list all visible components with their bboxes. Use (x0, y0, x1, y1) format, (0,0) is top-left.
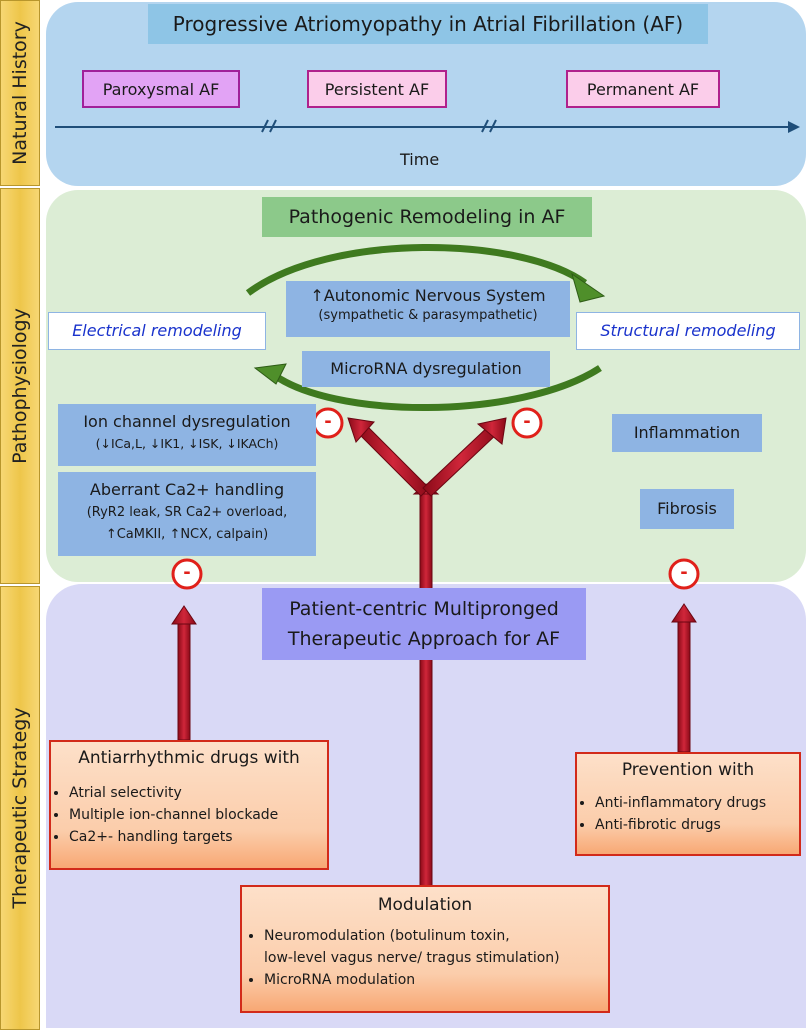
ion-channel-box: Ion channel dysregulation (↓ICa,L, ↓IK1,… (58, 404, 316, 466)
time-axis-label: Time (400, 150, 440, 169)
structural-remodeling-box: Structural remodeling (576, 312, 800, 350)
inhibit-marker-left (171, 558, 203, 590)
therapeutic-approach-title: Patient-centric Multipronged Therapeutic… (262, 588, 586, 660)
red-right-arrow (671, 603, 697, 753)
inhibit-symbol: - (324, 411, 332, 432)
modulation-title: Modulation (377, 895, 473, 915)
inflammation-box: Inflammation (612, 414, 762, 452)
therapy-title-line1: Patient-centric Multipronged (289, 598, 559, 620)
autonomic-nervous-system-box: ↑Autonomic Nervous System (sympathetic &… (286, 281, 570, 337)
list-item: Atrial selectivity (69, 782, 327, 804)
antiarrhythmic-title: Antiarrhythmic drugs with (78, 748, 300, 768)
sidebar-pathophysiology: Pathophysiology (0, 188, 40, 584)
ion-channel-detail: (↓ICa,L, ↓IK1, ↓ISK, ↓IKACh) (95, 436, 279, 451)
ans-label: ↑Autonomic Nervous System (310, 286, 546, 305)
inhibit-marker-center-right (511, 407, 543, 439)
green-arrowhead-right (571, 272, 606, 303)
inhibit-symbol: - (680, 562, 688, 583)
inhibit-symbol: - (183, 562, 191, 583)
list-item: low-level vagus nerve/ tragus stimulatio… (264, 950, 560, 966)
stage-permanent: Permanent AF (566, 70, 720, 108)
list-item: Multiple ion-channel blockade (69, 804, 327, 826)
ion-channel-title: Ion channel dysregulation (83, 412, 291, 431)
stage-paroxysmal: Paroxysmal AF (82, 70, 240, 108)
electrical-remodeling-box: Electrical remodeling (48, 312, 266, 350)
list-item: Anti-fibrotic drugs (595, 814, 799, 836)
natural-history-title: Progressive Atriomyopathy in Atrial Fibr… (148, 4, 708, 44)
green-arrowhead-left (253, 363, 287, 385)
pathophysiology-title: Pathogenic Remodeling in AF (262, 197, 592, 237)
calcium-handling-title: Aberrant Ca2+ handling (89, 480, 285, 499)
calcium-handling-box: Aberrant Ca2+ handling (RyR2 leak, SR Ca… (58, 472, 316, 556)
list-item: Neuromodulation (botulinum toxin, (264, 925, 608, 947)
modulation-box: Modulation Neuromodulation (botulinum to… (240, 885, 610, 1013)
fibrosis-box: Fibrosis (640, 489, 734, 529)
inhibit-marker-right (668, 558, 700, 590)
list-item: Ca2+- handling targets (69, 826, 327, 848)
therapy-title-line2: Therapeutic Approach for AF (287, 628, 561, 650)
microrna-dysregulation-box: MicroRNA dysregulation (302, 351, 550, 387)
list-item: Anti-inflammatory drugs (595, 792, 799, 814)
ans-detail: (sympathetic & parasympathetic) (318, 308, 538, 323)
prevention-box: Prevention with Anti-inflammatory drugs … (575, 752, 801, 856)
list-item: MicroRNA modulation (264, 969, 608, 991)
sidebar-natural-history: Natural History (0, 0, 40, 186)
red-left-arrow (171, 605, 197, 741)
antiarrhythmic-drugs-box: Antiarrhythmic drugs with Atrial selecti… (49, 740, 329, 870)
green-cycle-arrows (245, 244, 602, 411)
calcium-handling-line1: (RyR2 leak, SR Ca2+ overload, (86, 505, 288, 520)
inhibit-symbol: - (523, 411, 531, 432)
prevention-title: Prevention with (621, 760, 755, 780)
time-axis-arrow (55, 119, 800, 133)
stage-persistent: Persistent AF (307, 70, 447, 108)
calcium-handling-line2: ↑CaMKII, ↑NCX, calpain) (105, 527, 269, 542)
